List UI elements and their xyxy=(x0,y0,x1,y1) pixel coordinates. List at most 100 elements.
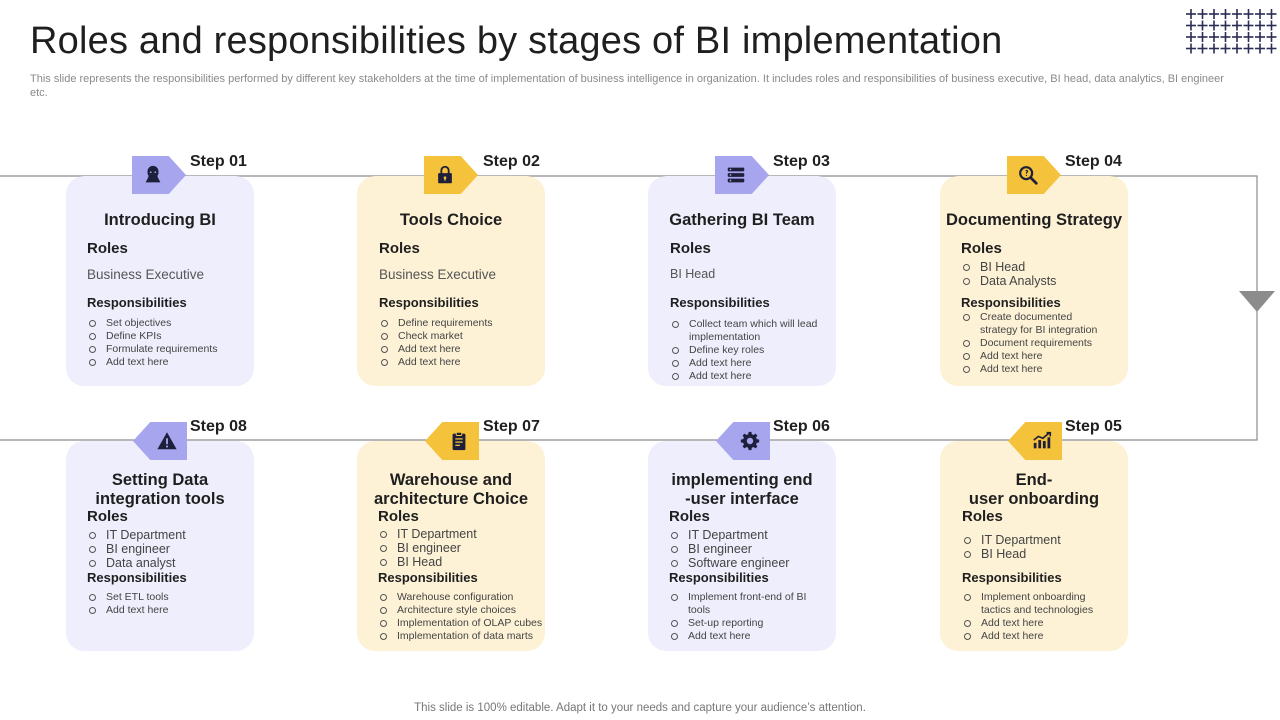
list-item: Add text here xyxy=(962,617,1112,630)
step-label-04: Step 04 xyxy=(1065,153,1122,170)
step-title-02: Tools Choice xyxy=(399,211,503,229)
magnifier-icon xyxy=(1019,166,1038,185)
list-item: Create documented strategy for BI integr… xyxy=(961,311,1111,337)
responsibilities-list-07: Warehouse configuration Architecture sty… xyxy=(378,591,554,643)
roles-heading-06: Roles xyxy=(669,508,710,525)
roles-heading-01: Roles xyxy=(87,240,128,257)
step-title-04: Documenting Strategy xyxy=(945,211,1123,229)
list-item: BI Head xyxy=(961,260,1111,274)
step-title-01: Introducing BI xyxy=(104,211,216,229)
list-item: Data Analysts xyxy=(961,274,1111,288)
gear-icon xyxy=(740,431,760,451)
step-card-08 xyxy=(66,441,254,651)
step-title-05: End- user onboarding xyxy=(968,471,1100,508)
list-item: IT Department xyxy=(669,528,829,542)
clipboard-icon xyxy=(452,431,466,451)
step-card-03 xyxy=(648,176,836,386)
list-item: Software engineer xyxy=(669,556,829,570)
roles-heading-04: Roles xyxy=(961,240,1002,257)
list-item: BI engineer xyxy=(87,542,247,556)
decorative-plus-grid-icon xyxy=(1186,9,1277,54)
step-card-06 xyxy=(648,441,836,651)
list-item: Define KPIs xyxy=(87,330,247,343)
step-card-05 xyxy=(940,441,1128,651)
list-item: Implementation of OLAP cubes xyxy=(378,617,554,630)
list-item: Add text here xyxy=(670,357,820,370)
list-item: IT Department xyxy=(87,528,247,542)
step-label-03: Step 03 xyxy=(773,153,830,170)
list-item: Add text here xyxy=(670,370,820,383)
step-label-06: Step 06 xyxy=(773,418,830,435)
step-label-07: Step 07 xyxy=(483,418,540,435)
roles-text-03: BI Head xyxy=(670,267,716,281)
warning-icon xyxy=(157,432,177,450)
responsibilities-heading-02: Responsibilities xyxy=(379,295,479,310)
responsibilities-heading-03: Responsibilities xyxy=(670,295,770,310)
list-item: Add text here xyxy=(379,356,539,369)
step-label-01: Step 01 xyxy=(190,153,247,170)
list-item: Architecture style choices xyxy=(378,604,554,617)
responsibilities-list-01: Set objectives Define KPIs Formulate req… xyxy=(87,317,247,369)
growth-chart-icon xyxy=(1033,431,1052,449)
server-icon xyxy=(727,167,745,183)
list-item: Add text here xyxy=(961,363,1111,376)
roles-heading-07: Roles xyxy=(378,508,419,525)
page-title: Roles and responsibilities by stages of … xyxy=(30,20,1003,62)
list-item: IT Department xyxy=(378,527,538,541)
step-card-01 xyxy=(66,176,254,386)
list-item: BI engineer xyxy=(669,542,829,556)
responsibilities-heading-07: Responsibilities xyxy=(378,570,478,585)
list-item: Define requirements xyxy=(379,317,539,330)
roles-list-08: IT Department BI engineer Data analyst xyxy=(87,528,247,570)
step-label-08: Step 08 xyxy=(190,418,247,435)
responsibilities-list-02: Define requirements Check market Add tex… xyxy=(379,317,539,369)
list-item: BI Head xyxy=(378,555,538,569)
list-item: Formulate requirements xyxy=(87,343,247,356)
roles-list-06: IT Department BI engineer Software engin… xyxy=(669,528,829,570)
list-item: Add text here xyxy=(961,350,1111,363)
roles-list-04: BI Head Data Analysts xyxy=(961,260,1111,288)
roles-heading-02: Roles xyxy=(379,240,420,257)
list-item: Set-up reporting xyxy=(669,617,819,630)
roles-text-02: Business Executive xyxy=(379,267,497,282)
step-label-02: Step 02 xyxy=(483,153,540,170)
responsibilities-list-04: Create documented strategy for BI integr… xyxy=(961,311,1111,376)
roles-heading-05: Roles xyxy=(962,508,1003,525)
roles-heading-03: Roles xyxy=(670,240,711,257)
responsibilities-heading-06: Responsibilities xyxy=(669,570,769,585)
list-item: Set ETL tools xyxy=(87,591,247,604)
step-card-02 xyxy=(357,176,545,386)
list-item: Add text here xyxy=(962,630,1112,643)
list-item: Set objectives xyxy=(87,317,247,330)
step-card-07 xyxy=(357,441,545,651)
list-item: Define key roles xyxy=(670,344,820,357)
list-item: Implement onboarding tactics and technol… xyxy=(962,591,1112,617)
list-item: BI engineer xyxy=(378,541,538,555)
step-title-07: Warehouse and architecture Choice xyxy=(373,471,529,508)
roles-list-07: IT Department BI engineer BI Head xyxy=(378,527,538,569)
responsibilities-heading-05: Responsibilities xyxy=(962,570,1062,585)
responsibilities-heading-04: Responsibilities xyxy=(961,295,1061,310)
step-title-08: Setting Data integration tools xyxy=(95,471,225,508)
list-item: Check market xyxy=(379,330,539,343)
hacker-icon xyxy=(145,165,161,183)
step-title-03: Gathering BI Team xyxy=(669,211,815,229)
responsibilities-list-08: Set ETL tools Add text here xyxy=(87,591,247,617)
roles-heading-08: Roles xyxy=(87,508,128,525)
list-item: Add text here xyxy=(87,356,247,369)
list-item: Add text here xyxy=(87,604,247,617)
responsibilities-heading-01: Responsibilities xyxy=(87,295,187,310)
list-item: Document requirements xyxy=(961,337,1111,350)
roles-list-05: IT Department BI Head xyxy=(962,533,1122,561)
roles-text-01: Business Executive xyxy=(87,267,205,282)
list-item: BI Head xyxy=(962,547,1122,561)
step-card-04 xyxy=(940,176,1128,386)
step-label-05: Step 05 xyxy=(1065,418,1122,435)
page-footer: This slide is 100% editable. Adapt it to… xyxy=(414,702,866,714)
responsibilities-list-06: Implement front-end of BI tools Set-up r… xyxy=(669,591,819,643)
responsibilities-heading-08: Responsibilities xyxy=(87,570,187,585)
list-item: Data analyst xyxy=(87,556,247,570)
list-item: Add text here xyxy=(669,630,819,643)
step-title-06: implementing end -user interface xyxy=(671,471,813,508)
